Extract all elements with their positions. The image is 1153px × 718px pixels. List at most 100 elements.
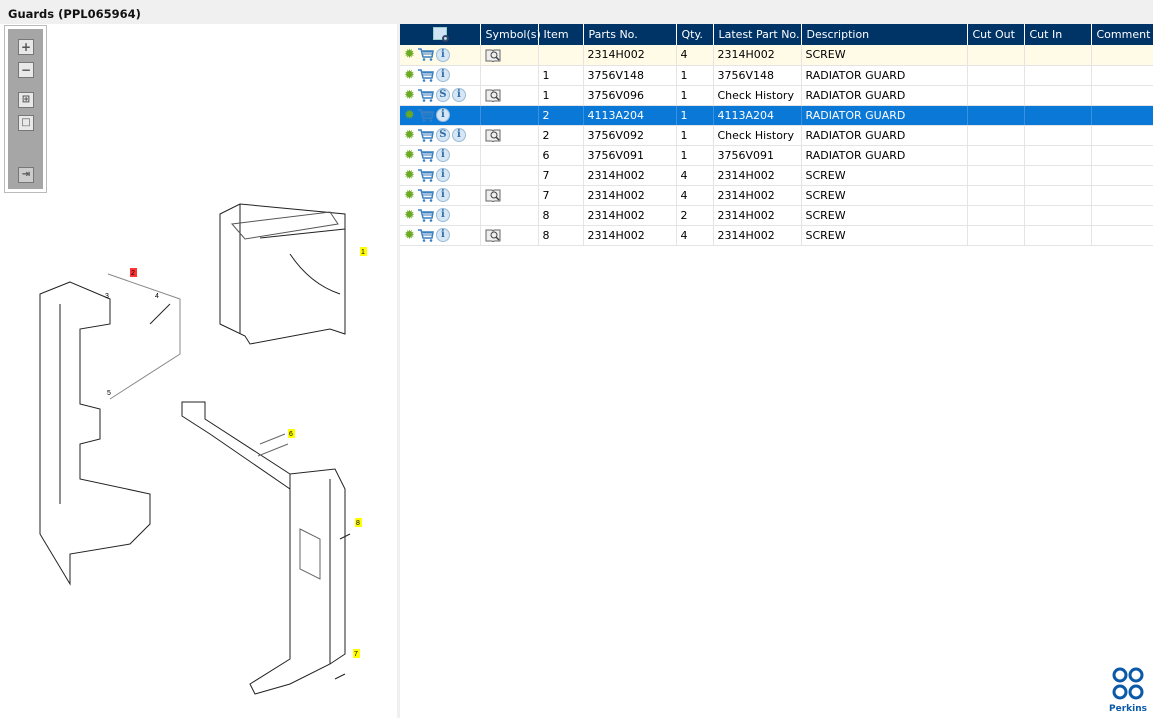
callout-label: 1 xyxy=(361,249,365,256)
cell-part: 2314H002 xyxy=(583,225,677,246)
callout-6[interactable]: 6 xyxy=(288,429,295,438)
cell-item: 8 xyxy=(538,205,584,226)
cell-desc: RADIATOR GUARD xyxy=(801,85,968,106)
zoom-in-icon[interactable]: + xyxy=(18,39,34,55)
cell-desc: RADIATOR GUARD xyxy=(801,125,968,146)
cell-part: 2314H002 xyxy=(583,45,677,66)
cell-item: 2 xyxy=(538,125,584,146)
callout-5[interactable]: 5 xyxy=(107,390,111,397)
info-icon[interactable]: i xyxy=(435,47,450,62)
search-view-icon[interactable] xyxy=(432,26,449,42)
info-icon[interactable]: i xyxy=(435,148,450,162)
cart-icon[interactable] xyxy=(417,108,434,122)
column-header[interactable]: Cut In xyxy=(1024,24,1092,45)
gear-icon[interactable]: ✹ xyxy=(404,147,415,163)
info-icon[interactable]: i xyxy=(435,188,450,202)
fit-window-icon[interactable]: □ xyxy=(18,115,34,131)
illustration-symbol-icon[interactable] xyxy=(485,128,501,142)
callout-4[interactable]: 4 xyxy=(155,293,159,300)
configure-selected-icon[interactable]: ✹ xyxy=(404,107,415,123)
info-icon[interactable]: i xyxy=(451,88,466,102)
column-header[interactable]: Cut Out xyxy=(967,24,1025,45)
info-icon[interactable]: i xyxy=(435,168,450,182)
info-icon[interactable]: i xyxy=(435,208,450,222)
cell-item: 2 xyxy=(538,105,584,126)
info-icon[interactable]: i xyxy=(435,108,450,122)
illustration-symbol-icon[interactable] xyxy=(485,48,501,62)
cart-icon[interactable] xyxy=(417,88,434,102)
cell-comment xyxy=(1091,205,1153,226)
gear-icon[interactable]: ✹ xyxy=(404,187,415,203)
cart-icon[interactable] xyxy=(417,48,434,62)
cell-cutout xyxy=(967,105,1025,126)
export-icon[interactable]: ⇥ xyxy=(18,167,34,183)
exploded-diagram: 1 2 3 4 5 6 7 8 xyxy=(39,203,367,695)
gear-icon[interactable]: ✹ xyxy=(404,67,415,83)
cart-icon[interactable] xyxy=(417,128,434,142)
zoom-out-icon[interactable]: − xyxy=(18,62,34,78)
callout-8[interactable]: 8 xyxy=(355,518,362,527)
cart-icon[interactable] xyxy=(417,168,434,182)
cart-icon[interactable] xyxy=(417,68,434,82)
info-icon[interactable]: i xyxy=(435,68,450,82)
callout-label: 6 xyxy=(289,431,293,438)
cell-qty: 1 xyxy=(676,105,714,126)
callout-2[interactable]: 2 xyxy=(130,268,137,277)
column-header-actions[interactable] xyxy=(400,24,481,45)
gear-icon[interactable]: ✹ xyxy=(404,127,415,143)
cell-cutin xyxy=(1024,205,1092,226)
info-icon[interactable]: i xyxy=(435,228,450,242)
cell-cutin xyxy=(1024,85,1092,106)
gear-icon[interactable]: ✹ xyxy=(404,87,415,103)
cell-part: 2314H002 xyxy=(583,165,677,186)
callout-label: 2 xyxy=(131,270,135,277)
gear-icon[interactable]: ✹ xyxy=(404,227,415,243)
column-header[interactable]: Latest Part No. xyxy=(713,24,802,45)
cell-part: 3756V096 xyxy=(583,85,677,106)
illustration-symbol-icon[interactable] xyxy=(485,188,501,202)
symbols-cell xyxy=(480,225,539,246)
cell-latest: 2314H002 xyxy=(713,45,802,66)
cell-part: 3756V148 xyxy=(583,65,677,86)
illustration-symbol-icon[interactable] xyxy=(485,88,501,102)
cart-icon[interactable] xyxy=(417,188,434,202)
row-actions: ✹i xyxy=(400,205,481,226)
column-header[interactable]: Comment xyxy=(1091,24,1153,45)
supersession-icon[interactable]: S xyxy=(435,128,450,142)
cell-cutout xyxy=(967,165,1025,186)
gear-icon[interactable]: ✹ xyxy=(404,47,415,63)
column-header[interactable]: Qty. xyxy=(676,24,714,45)
column-header[interactable]: Description xyxy=(801,24,968,45)
diagram-panel[interactable]: 1 2 3 4 5 6 7 8 + − ⊞ □ ⇥ xyxy=(0,24,397,718)
column-header[interactable]: Parts No. xyxy=(583,24,677,45)
callout-1[interactable]: 1 xyxy=(360,247,367,256)
cart-icon[interactable] xyxy=(417,228,434,242)
cell-desc: SCREW xyxy=(801,185,968,206)
callout-7[interactable]: 7 xyxy=(353,649,360,658)
fit-all-icon[interactable]: ⊞ xyxy=(18,92,34,108)
supersession-icon[interactable]: S xyxy=(435,88,450,102)
callout-3[interactable]: 3 xyxy=(105,293,109,300)
cart-icon[interactable] xyxy=(417,148,434,162)
column-header[interactable]: Item xyxy=(538,24,584,45)
gear-icon[interactable]: ✹ xyxy=(404,167,415,183)
column-header[interactable]: Symbol(s) xyxy=(480,24,541,45)
gear-icon[interactable]: ✹ xyxy=(404,207,415,223)
cell-desc: SCREW xyxy=(801,205,968,226)
illustration-symbol-icon[interactable] xyxy=(485,228,501,242)
cell-cutout xyxy=(967,205,1025,226)
info-icon[interactable]: i xyxy=(451,128,466,142)
cell-qty: 4 xyxy=(676,185,714,206)
cart-icon[interactable] xyxy=(417,208,434,222)
cell-latest: 2314H002 xyxy=(713,225,802,246)
